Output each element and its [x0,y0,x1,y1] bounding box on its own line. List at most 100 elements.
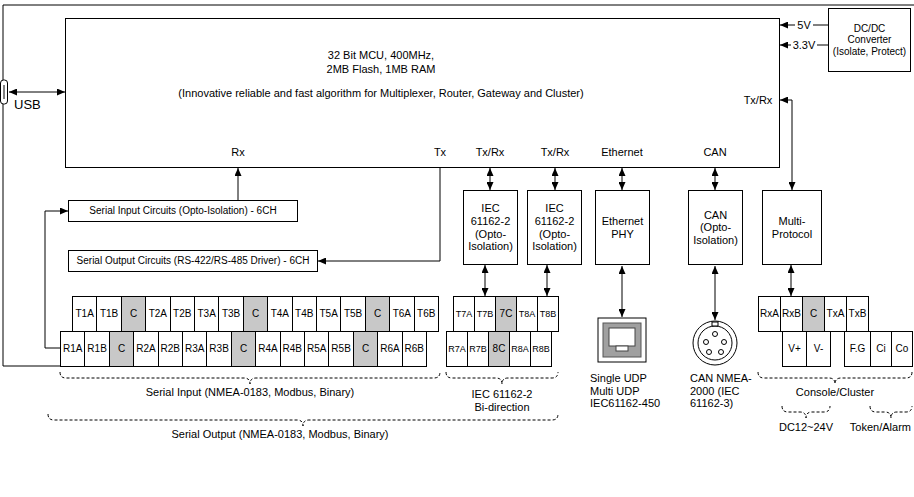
terminal-label: T6A [393,308,411,320]
bracket [870,406,912,418]
terminal-cell: R8A [509,331,531,367]
box-text: IEC 61162-2 (Opto-Isolation) [466,202,515,253]
terminal-label: R1B [87,343,106,355]
can-connector-key [712,322,718,326]
terminal-label: R5B [331,343,350,355]
terminal-cell: Ci [870,331,892,367]
terminal-cell: T3A [194,296,219,332]
terminal-label: 7C [500,308,513,320]
iec-isolation-box: IEC 61162-2 (Opto-Isolation) [527,190,582,265]
interface-label: CAN NMEA-2000 (IEC 61162-3) [690,372,765,410]
terminal-cell: C [231,331,256,367]
box-text: Ethernet PHY [598,215,647,240]
terminal-label: C [130,308,137,320]
terminal-cell: R2A [133,331,158,367]
terminal-label: R7A [448,344,466,354]
terminal-cell: F.G [844,331,871,367]
box-text: Multi-Protocol [765,215,819,240]
terminal-label: R1A [63,343,82,355]
signal-connector [238,168,239,200]
signal-connector [622,168,623,190]
terminal-cell: R4A [255,331,280,367]
terminal-label: T1B [100,308,118,320]
terminal-label: T2B [173,308,191,320]
terminal-cell: C [109,331,134,367]
terminal-label: R4A [258,343,277,355]
housing-line [3,5,914,366]
terminal-label: C [118,343,125,355]
signal-connector [490,168,491,190]
voltage-label: 5V [795,19,812,32]
interface-label: Single UDP Multi UDP IEC61162-450 [590,372,662,410]
can-connector [693,321,737,365]
output-circuit-box: Serial Output Circuits (RS-422/RS-485 Dr… [68,250,318,272]
signal-connector [715,168,716,190]
terminal-cell: TxB [846,296,869,332]
usb-connector [1,80,8,104]
terminal-label: R4B [283,343,302,355]
terminal-label: TxA [827,308,845,320]
protocol-box: Multi-Protocol [762,190,822,265]
input-circuit-box: Serial Input Circuits (Opto-Isolation) -… [68,200,298,222]
terminal-cell: T5B [340,296,365,332]
terminal-label: 8C [493,343,506,355]
port-label: Tx/Rx [738,94,778,107]
can-pin [713,332,718,337]
terminal-cell: R4B [280,331,305,367]
terminal-label: C [362,343,369,355]
terminal-label: V- [814,343,823,355]
port-label: Tx/Rx [465,146,515,159]
terminal-label: R5A [307,343,326,355]
terminal-cell: 7C [495,296,517,332]
terminal-cell: T8A [516,296,538,332]
terminal-cell: T1B [96,296,121,332]
terminal-label: TxB [849,308,867,320]
terminal-cell: R3A [182,331,207,367]
terminal-label: Co [896,343,909,355]
port-label: CAN [695,146,735,159]
port-label: Tx/Rx [530,146,580,159]
terminal-label: T4A [271,308,289,320]
group-label: Serial Input (NMEA-0183, Modbus, Binary) [90,386,410,399]
terminal-cell: R2B [158,331,183,367]
mcu-text: 32 Bit MCU, 400MHz, 2MB Flash, 1MB RAM [325,49,437,77]
terminal-label: T4B [295,308,313,320]
terminal-cell: R5B [328,331,353,367]
signal-connector [485,265,486,296]
signal-connector [791,265,792,296]
iec-isolation-box: IEC 61162-2 (Opto-Isolation) [463,190,518,265]
terminal-label: T5A [320,308,338,320]
port-label: Ethernet [592,146,652,159]
can-pin [707,350,712,355]
terminal-cell: T4B [292,296,317,332]
box-text: DC/DC Converter (Isolate, Protect) [831,23,908,58]
terminal-label: V+ [788,343,801,355]
terminal-cell: R6B [402,331,427,367]
terminal-cell: R1B [84,331,109,367]
can-pin [722,340,727,345]
bracket [758,372,912,384]
group-label: Console/Cluster [785,386,885,399]
terminal-cell: RxB [780,296,803,332]
terminal-cell: T1A [72,296,97,332]
rj45-face [603,323,641,357]
terminal-label: R2A [136,343,155,355]
terminal-label: C [240,343,247,355]
rj45-window [609,328,635,346]
signal-connector [547,265,548,296]
terminal-label: T1A [76,308,94,320]
terminal-label: Ci [876,343,885,355]
terminal-cell: T7A [453,296,475,332]
terminal-label: R2B [161,343,180,355]
signal-connector [318,168,440,261]
terminal-cell: R5A [304,331,329,367]
terminal-cell: R8B [530,331,552,367]
terminal-cell: Co [891,331,913,367]
terminal-cell: T4A [267,296,292,332]
terminal-label: T3B [222,308,240,320]
rj45-jack [598,318,646,362]
can-pin [704,340,709,345]
terminal-cell: C [353,331,378,367]
terminal-label: R7B [469,344,487,354]
terminal-label: T6B [417,308,435,320]
